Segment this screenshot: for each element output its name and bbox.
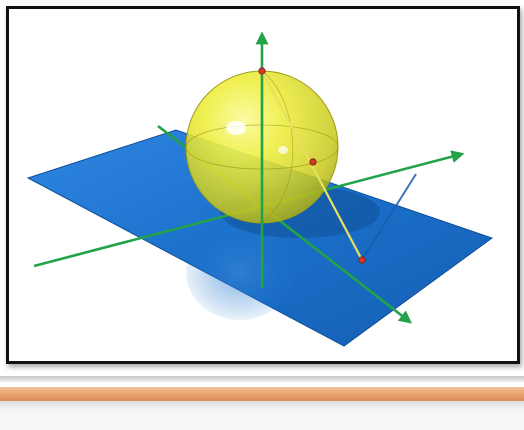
sphere-highlight-small (278, 146, 288, 154)
sphere-reflection (186, 224, 294, 320)
bottom-decorative-bar (0, 376, 524, 430)
projection-segment (261, 70, 363, 261)
projected-point (358, 256, 366, 264)
sphere-meridian (261, 70, 294, 224)
projection-drop-line (361, 173, 417, 261)
sphere-point (309, 158, 317, 166)
north-pole-point (258, 67, 266, 75)
bar-shadow (0, 376, 524, 382)
bar-lower-band (0, 401, 524, 430)
bar-accent-stripe (0, 387, 524, 401)
sphere-highlight (226, 121, 246, 135)
